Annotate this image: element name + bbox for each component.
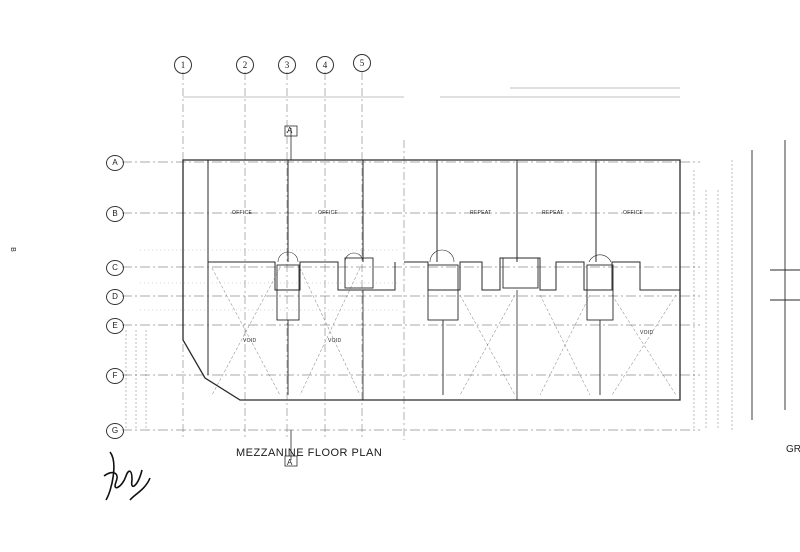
room-label-office-3: OFFICE <box>623 210 644 216</box>
adjacent-drawing-title-partial: GR <box>786 444 800 455</box>
grid-row-b: B <box>106 206 124 222</box>
grid-column-3: 3 <box>278 56 296 74</box>
grid-column-1: 1 <box>174 56 192 74</box>
grid-row-a: A <box>106 155 124 171</box>
room-label-repeat-1: REPEAT <box>470 210 492 216</box>
grid-column-2: 2 <box>236 56 254 74</box>
margin-mark: B <box>8 247 16 252</box>
grid-row-d: D <box>106 289 124 305</box>
grid-row-c: C <box>106 260 124 276</box>
room-label-void-2: VOID <box>328 338 342 344</box>
drawing-title: MEZZANINE FLOOR PLAN <box>236 447 383 459</box>
room-label-office-2: OFFICE <box>318 210 339 216</box>
room-label-void-3: VOID <box>640 330 654 336</box>
grid-row-f: F <box>106 368 124 384</box>
grid-row-e: E <box>106 318 124 334</box>
grid-column-5: 5 <box>353 54 371 72</box>
section-marker-bottom: A <box>287 458 293 467</box>
section-marker-top: A <box>287 126 293 135</box>
room-label-office-1: OFFICE <box>232 210 253 216</box>
grid-column-4: 4 <box>316 56 334 74</box>
room-label-repeat-2: REPEAT <box>542 210 564 216</box>
grid-row-g: G <box>106 423 124 439</box>
room-label-void-1: VOID <box>243 338 257 344</box>
